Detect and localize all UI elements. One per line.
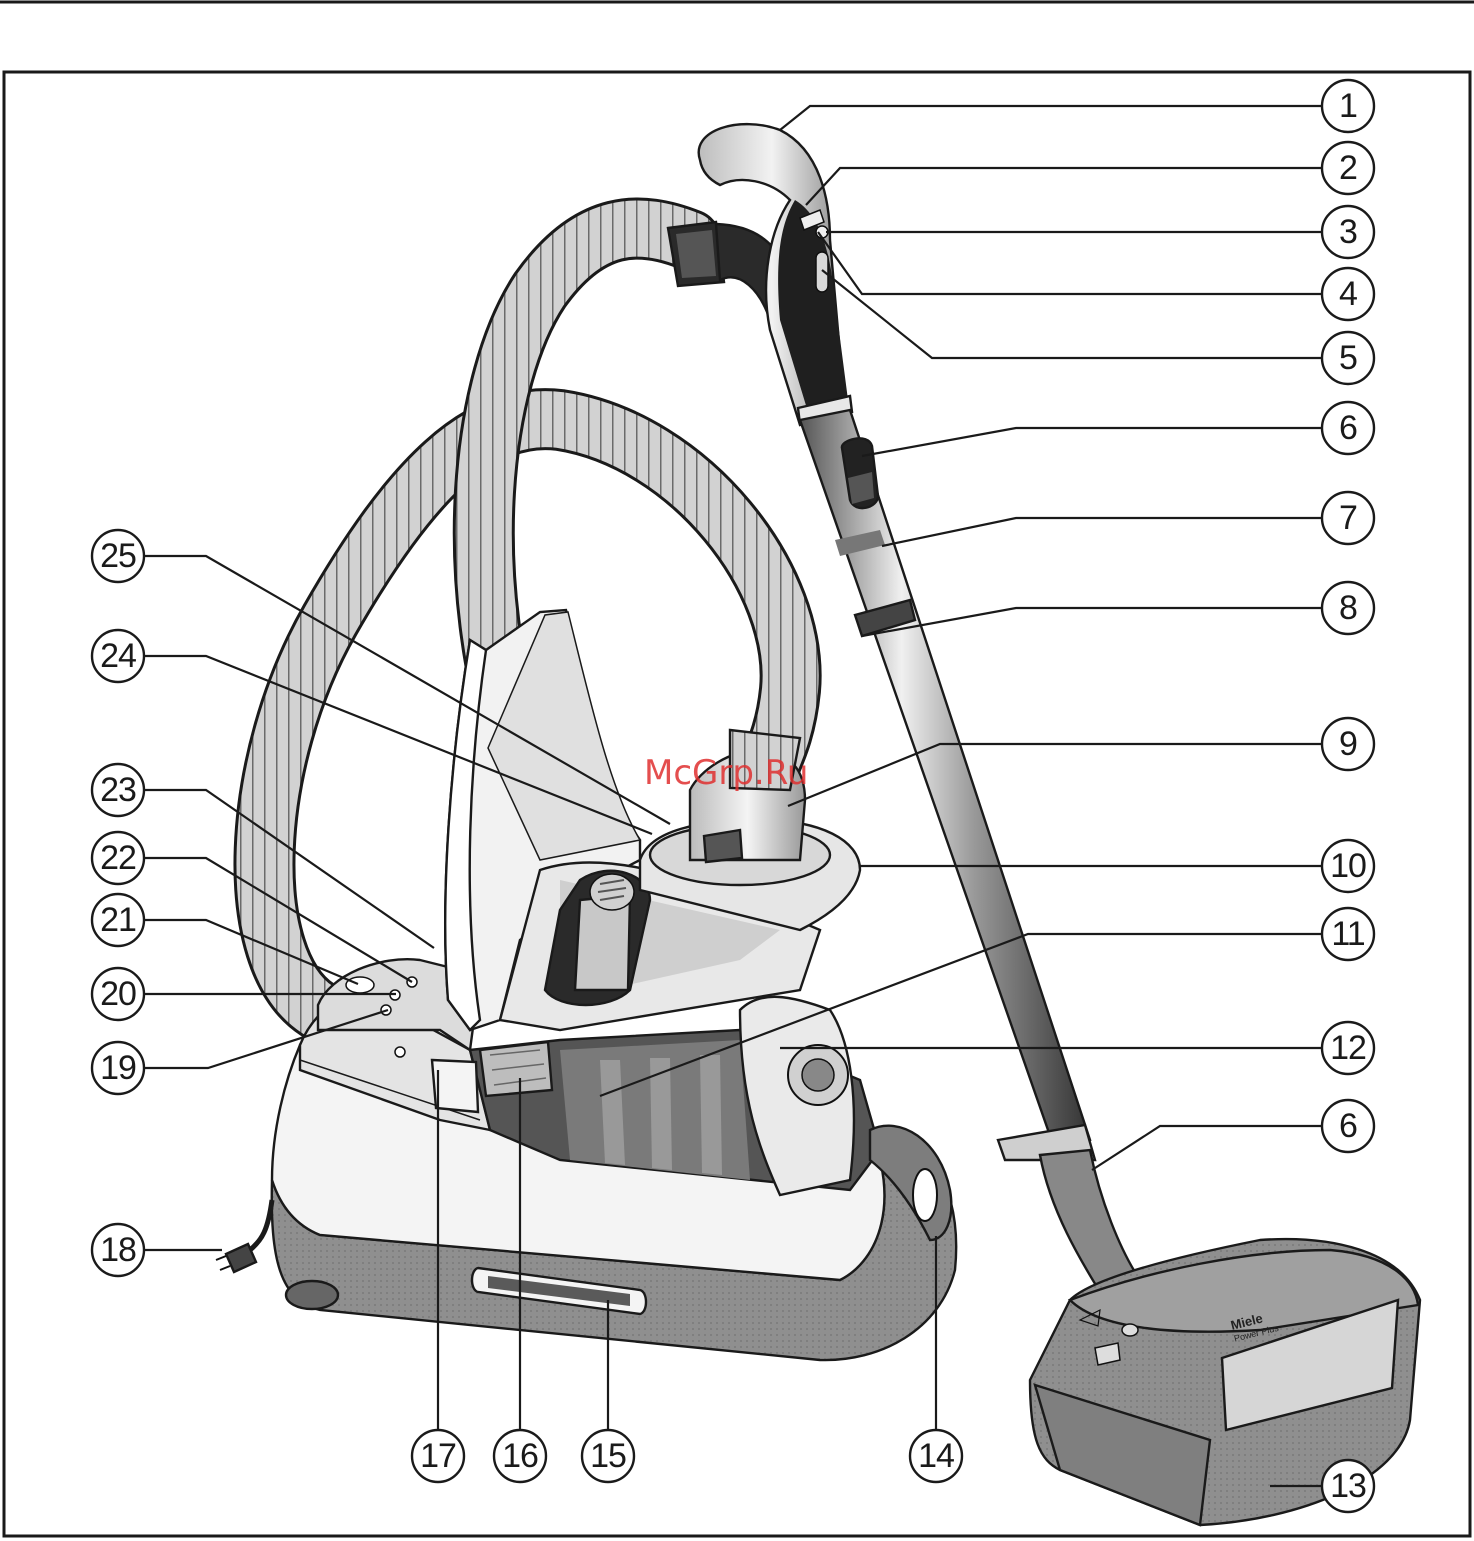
callout-2: 2 (1322, 142, 1374, 194)
callout-label: 5 (1339, 339, 1357, 377)
callout-label: 6 (1339, 409, 1357, 447)
callout-label: 8 (1339, 589, 1357, 627)
callout-18: 18 (92, 1224, 144, 1276)
callout-label: 14 (918, 1437, 954, 1475)
callout-25: 25 (92, 530, 144, 582)
callout-11: 11 (1322, 908, 1374, 960)
floorhead-neck (998, 1125, 1140, 1300)
watermark-text: McGrp.Ru (644, 753, 808, 793)
callout-label: 20 (100, 975, 136, 1013)
callout-24: 24 (92, 630, 144, 682)
callout-label: 1 (1339, 87, 1357, 125)
callout-label: 22 (100, 839, 136, 877)
callout-label: 7 (1339, 499, 1357, 537)
callout-7: 7 (1322, 492, 1374, 544)
callout-6-bottom: 6 (1322, 1100, 1374, 1152)
callout-14: 14 (910, 1430, 962, 1482)
callout-label: 16 (502, 1437, 538, 1475)
callout-9: 9 (1322, 718, 1374, 770)
callout-label: 24 (100, 637, 136, 675)
callout-23: 23 (92, 764, 144, 816)
callout-21: 21 (92, 894, 144, 946)
callout-label: 23 (100, 771, 136, 809)
callout-16: 16 (494, 1430, 546, 1482)
callout-label: 15 (590, 1437, 626, 1475)
callout-label: 18 (100, 1231, 136, 1269)
callout-15: 15 (582, 1430, 634, 1482)
callout-8: 8 (1322, 582, 1374, 634)
callout-label: 9 (1339, 725, 1357, 763)
callout-label: 2 (1339, 149, 1357, 187)
callout-label: 21 (100, 901, 136, 939)
callout-label: 17 (420, 1437, 456, 1475)
callout-label: 19 (100, 1049, 136, 1087)
callout-6-top: 6 (1322, 402, 1374, 454)
callout-22: 22 (92, 832, 144, 884)
callout-label: 3 (1339, 213, 1357, 251)
callout-13: 13 (1322, 1460, 1374, 1512)
callout-3: 3 (1322, 206, 1374, 258)
callout-20: 20 (92, 968, 144, 1020)
callout-12: 12 (1322, 1022, 1374, 1074)
callout-label: 4 (1339, 275, 1357, 313)
callout-label: 12 (1330, 1029, 1366, 1067)
canister-body (216, 990, 956, 1360)
callout-4: 4 (1322, 268, 1374, 320)
callout-label: 25 (100, 537, 136, 575)
callout-label: 13 (1330, 1467, 1366, 1505)
callout-19: 19 (92, 1042, 144, 1094)
callout-label: 11 (1331, 915, 1364, 953)
callout-label: 10 (1330, 847, 1366, 885)
callout-1: 1 (1322, 80, 1374, 132)
callout-5: 5 (1322, 332, 1374, 384)
callout-10: 10 (1322, 840, 1374, 892)
callout-17: 17 (412, 1430, 464, 1482)
callout-label: 6 (1339, 1107, 1357, 1145)
